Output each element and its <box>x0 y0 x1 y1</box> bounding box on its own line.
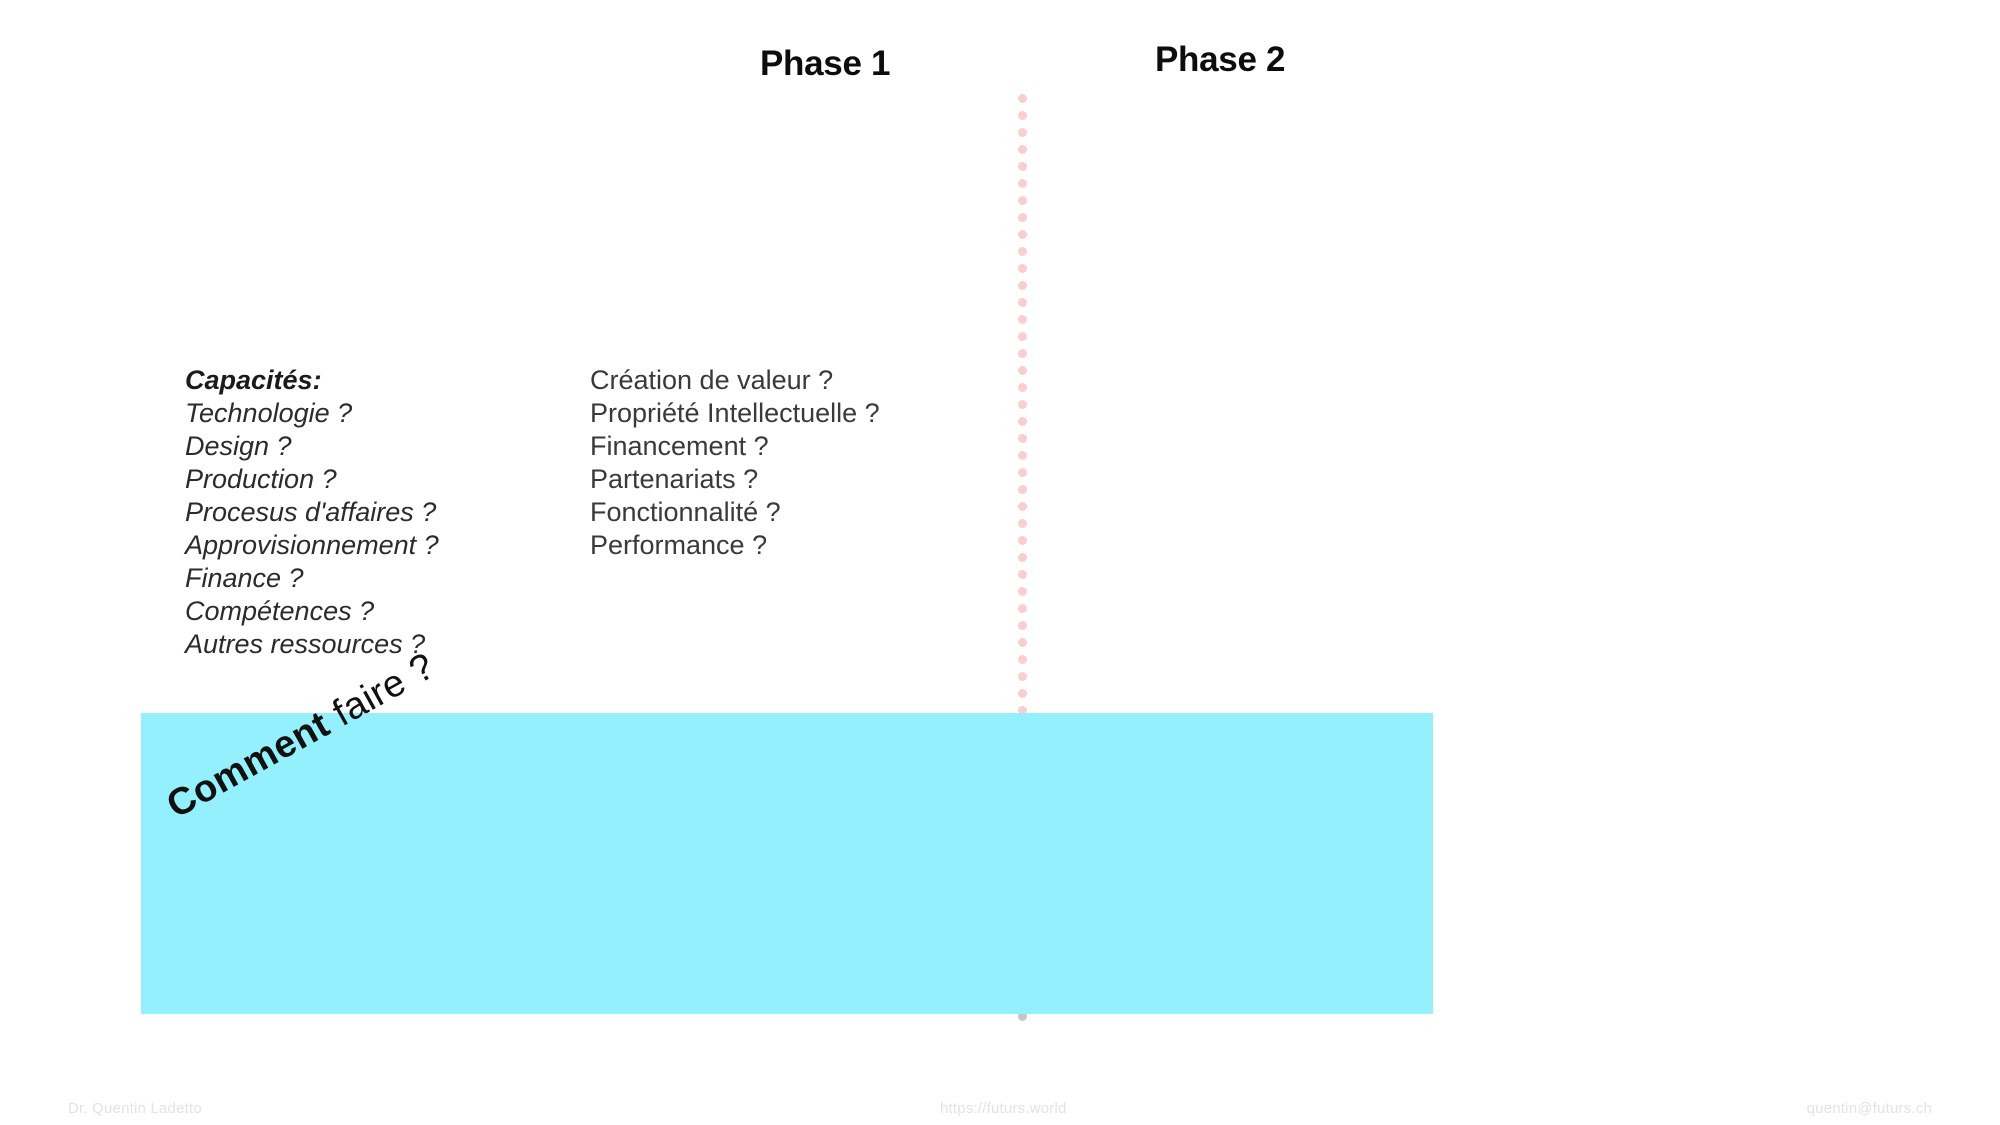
divider-dot <box>1018 519 1027 528</box>
divider-dot <box>1018 604 1027 613</box>
divider-dot <box>1018 383 1027 392</box>
capacity-item: Design ? <box>185 431 292 461</box>
capacity-item: Autres ressources ? <box>185 629 426 659</box>
divider-dot <box>1018 366 1027 375</box>
divider-dot <box>1018 332 1027 341</box>
divider-dot <box>1018 417 1027 426</box>
phase-1-header: Phase 1 <box>760 44 891 83</box>
divider-dot <box>1018 264 1027 273</box>
divider-dot <box>1018 128 1027 137</box>
divider-dot <box>1018 587 1027 596</box>
divider-dot <box>1018 655 1027 664</box>
question-item: Fonctionnalité ? <box>590 497 781 527</box>
question-item: Partenariats ? <box>590 464 759 494</box>
capacity-item: Approvisionnement ? <box>185 530 439 560</box>
divider-dot <box>1018 621 1027 630</box>
divider-dot <box>1018 1012 1027 1021</box>
footer-email[interactable]: quentin@futurs.ch <box>1806 1100 1932 1117</box>
divider-dot <box>1018 94 1027 103</box>
divider-dot <box>1018 638 1027 647</box>
divider-dot <box>1018 213 1027 222</box>
capacity-item: Technologie ? <box>185 398 353 428</box>
question-item: Performance ? <box>590 530 768 560</box>
divider-dot <box>1018 298 1027 307</box>
divider-dot <box>1018 111 1027 120</box>
divider-dot <box>1018 502 1027 511</box>
divider-dot <box>1018 553 1027 562</box>
capacity-item: Finance ? <box>185 563 304 593</box>
divider-dot <box>1018 672 1027 681</box>
how-to-band <box>141 713 1433 1014</box>
capacities-heading: Capacités: <box>185 365 322 395</box>
divider-dot <box>1018 485 1027 494</box>
divider-dot <box>1018 451 1027 460</box>
question-item: Propriété Intellectuelle ? <box>590 398 880 428</box>
divider-dot <box>1018 536 1027 545</box>
capacity-item: Compétences ? <box>185 596 375 626</box>
divider-dot <box>1018 400 1027 409</box>
capacities-column: Capacités: Technologie ? Design ? Produc… <box>185 364 565 661</box>
footer-site-url[interactable]: https://futurs.world <box>940 1100 1067 1117</box>
divider-dot <box>1018 179 1027 188</box>
divider-dot <box>1018 349 1027 358</box>
question-item: Création de valeur ? <box>590 365 834 395</box>
divider-dot <box>1018 570 1027 579</box>
phase-2-header: Phase 2 <box>1155 40 1286 79</box>
divider-dot <box>1018 468 1027 477</box>
divider-dot <box>1018 706 1027 715</box>
divider-dot <box>1018 315 1027 324</box>
divider-dot <box>1018 689 1027 698</box>
question-item: Financement ? <box>590 431 769 461</box>
divider-dot <box>1018 247 1027 256</box>
questions-column: Création de valeur ? Propriété Intellect… <box>590 364 990 562</box>
capacity-item: Procesus d'affaires ? <box>185 497 437 527</box>
divider-dot <box>1018 162 1027 171</box>
divider-dot <box>1018 434 1027 443</box>
capacity-item: Production ? <box>185 464 337 494</box>
divider-dot <box>1018 230 1027 239</box>
divider-dot <box>1018 145 1027 154</box>
footer-author: Dr. Quentin Ladetto <box>68 1100 202 1117</box>
divider-dot <box>1018 281 1027 290</box>
divider-dot <box>1018 196 1027 205</box>
